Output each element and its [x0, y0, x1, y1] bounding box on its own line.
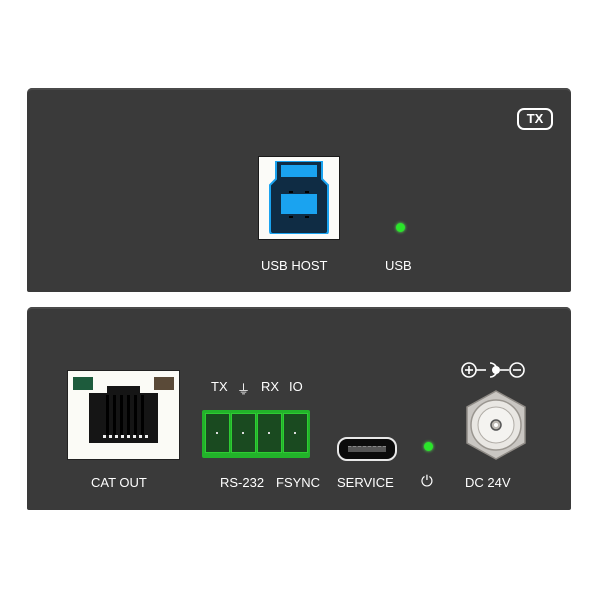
terminal-pin-4 — [283, 413, 308, 453]
power-led-indicator — [424, 442, 433, 451]
usb-host-port[interactable] — [258, 156, 340, 240]
dc-barrel-jack-icon[interactable] — [463, 389, 529, 461]
service-usb-c-port[interactable] — [337, 437, 397, 461]
service-label: SERVICE — [337, 475, 394, 490]
cat-out-port[interactable] — [67, 370, 180, 460]
pin-io-label: IO — [289, 379, 303, 394]
pin-rx-label: RX — [261, 379, 280, 394]
power-icon: ⏻ — [421, 473, 433, 490]
terminal-pin-2 — [231, 413, 256, 453]
rs232-label: RS-232 — [220, 475, 265, 490]
usb-led-indicator — [396, 223, 405, 232]
usb-b-3.0-port-icon — [269, 161, 329, 234]
dc-24v-label: DC 24V — [465, 475, 511, 490]
terminal-pin-1 — [205, 413, 230, 453]
cat-out-label: CAT OUT — [91, 475, 147, 490]
tx-badge: TX — [517, 108, 553, 130]
polarity-icon — [461, 362, 525, 378]
usb-host-label: USB HOST — [261, 258, 328, 273]
rj45-port-icon — [73, 377, 174, 443]
terminal-pin-3 — [257, 413, 282, 453]
usb-c-port-icon — [348, 446, 386, 452]
ground-icon: ⏚ — [237, 382, 251, 397]
terminal-block[interactable] — [202, 410, 310, 458]
tx-bottom-panel: CAT OUT TX ⏚ RX IO RS-232 FSYNC SERVICE … — [27, 307, 571, 510]
pin-tx-label: TX — [211, 379, 228, 394]
usb-led-label: USB — [385, 258, 412, 273]
tx-top-panel: TX USB HOST USB — [27, 88, 571, 292]
fsync-label: FSYNC — [276, 475, 321, 490]
